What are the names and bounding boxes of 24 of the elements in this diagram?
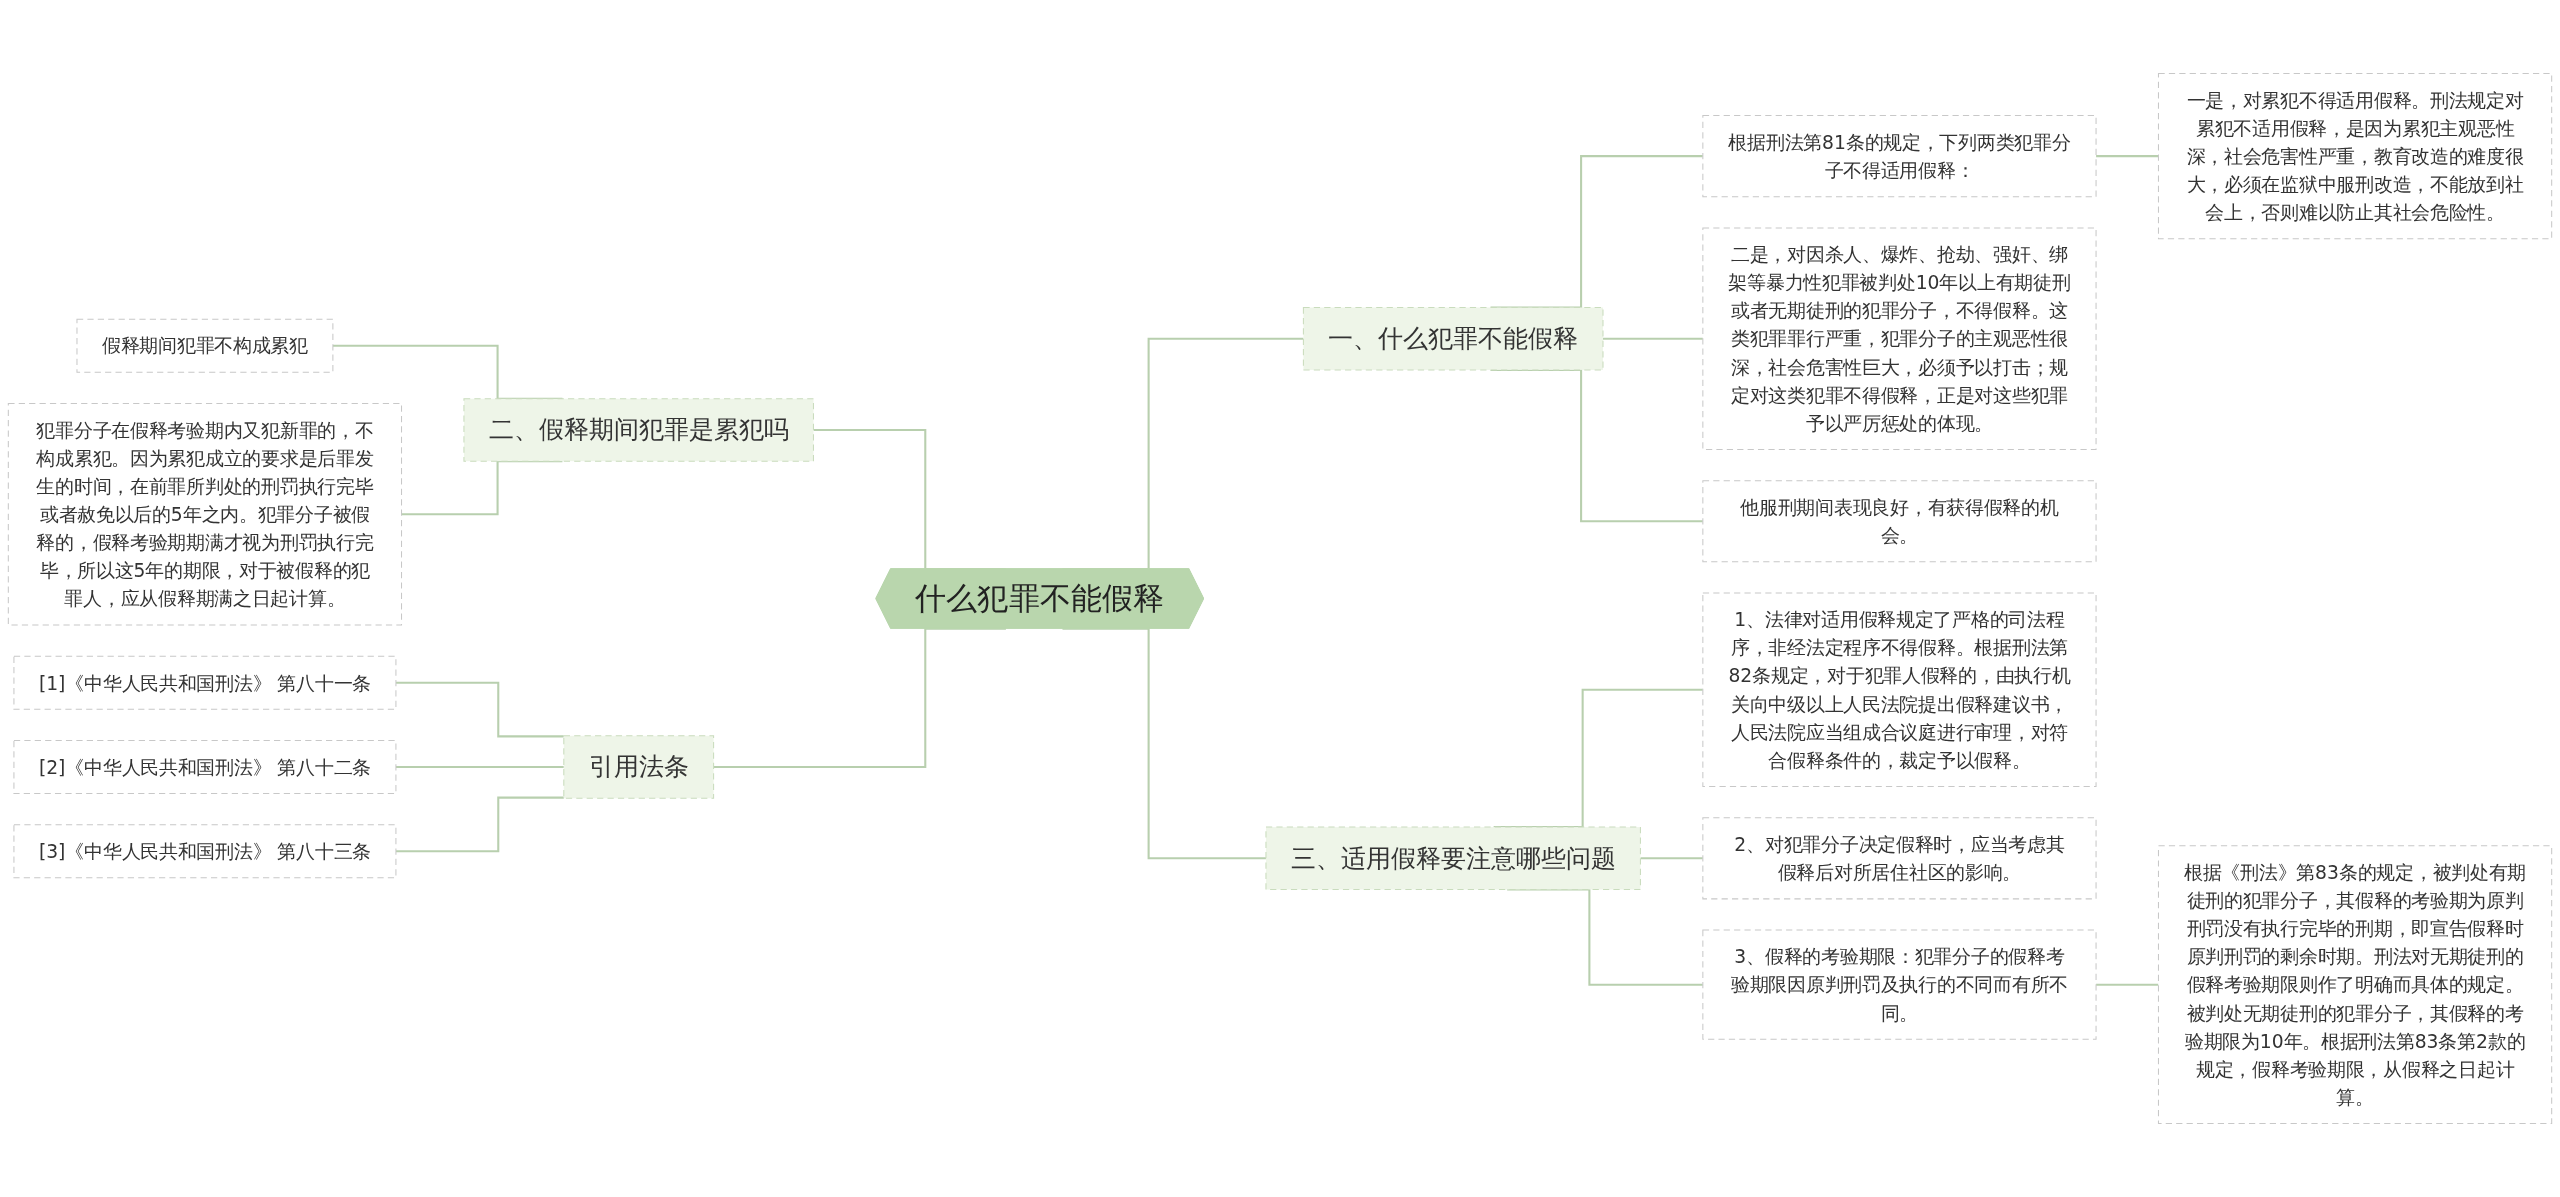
node-box: 一、什么犯罪不能假释 xyxy=(1302,307,1604,371)
node-box: [3]《中华人民共和国刑法》 第八十三条 xyxy=(13,824,397,879)
node-box: 根据《刑法》第83条的规定，被判处有期徒刑的犯罪分子，其假释的考验期为原判刑罚没有执行完毕的刑期，即宣告假释时原判刑罚的剩余时期。刑法对无期徒刑的假释考验期限则作了明确而具体的规定。被判处无期徒刑的犯罪分子，其假释的考验期限为10年。根据刑法第83条第2款的规定，假释考验期限，从假释之日起计算。 xyxy=(2157,845,2553,1125)
node-box: [2]《中华人民共和国刑法》 第八十二条 xyxy=(13,739,397,795)
connector xyxy=(2096,155,2159,158)
node-box: 2、对犯罪分子决定假释时，应当考虑其假释后对所居住社区的影响。 xyxy=(1702,817,2097,900)
node-box: 二是，对因杀人、爆炸、抢劫、强奸、绑架等暴力性犯罪被判处10年以上有期徒刑或者无期徒刑的犯罪分子，不得假释。这类犯罪罪行严重，犯罪分子的主观恶性很深，社会危害性巨大，必须予以打击；规定对这类犯罪不得假释，正是对这些犯罪予以严厉惩处的体现。 xyxy=(1702,227,2097,450)
node-box: 犯罪分子在假释考验期内又犯新罪的，不构成累犯。因为累犯成立的要求是后罪发生的时间，在前罪所判处的刑罚执行完毕或者赦免以后的5年之内。犯罪分子被假释的，假释考验期期满才视为刑罚执行完毕，所以这5年的期限，对于被假释的犯罪人，应从假释期满之日起计算。 xyxy=(7,402,403,626)
connector xyxy=(1603,337,1703,340)
node-box: 1、法律对适用假释规定了严格的司法程序，非经法定程序不得假释。根据刑法第82条规定，对于犯罪人假释的，由执行机关向中级以上人民法院提出假释建议书，人民法院应当组成合议庭进行审理，对符合假释条件的，裁定予以假释。 xyxy=(1702,592,2097,788)
node-box: 引用法条 xyxy=(563,735,715,799)
connector xyxy=(395,796,564,853)
connector xyxy=(2096,983,2159,986)
connector xyxy=(1640,857,1703,860)
node-box: 三、适用假释要注意哪些问题 xyxy=(1265,826,1641,890)
connector xyxy=(395,766,564,769)
connector xyxy=(395,681,564,738)
node-box: [1]《中华人民共和国刑法》 第八十一条 xyxy=(13,655,397,710)
node-box: 一是，对累犯不得适用假释。刑法规定对累犯不适用假释，是因为累犯主观恶性深，社会危害性严重，教育改造的难度很大，必须在监狱中服刑改造，不能放到社会上，否则难以防止其社会危险性。 xyxy=(2157,72,2553,240)
node-box: 二、假释期间犯罪是累犯吗 xyxy=(463,398,814,462)
node-box: 3、假释的考验期限：犯罪分子的假释考验期限因原判刑罚及执行的不同而有所不同。 xyxy=(1702,929,2097,1040)
node-box: 他服刑期间表现良好，有获得假释的机会。 xyxy=(1702,480,2097,563)
node-box: 根据刑法第81条的规定，下列两类犯罪分子不得适用假释： xyxy=(1702,115,2097,198)
node-box: 假释期间犯罪不构成累犯 xyxy=(76,318,334,373)
